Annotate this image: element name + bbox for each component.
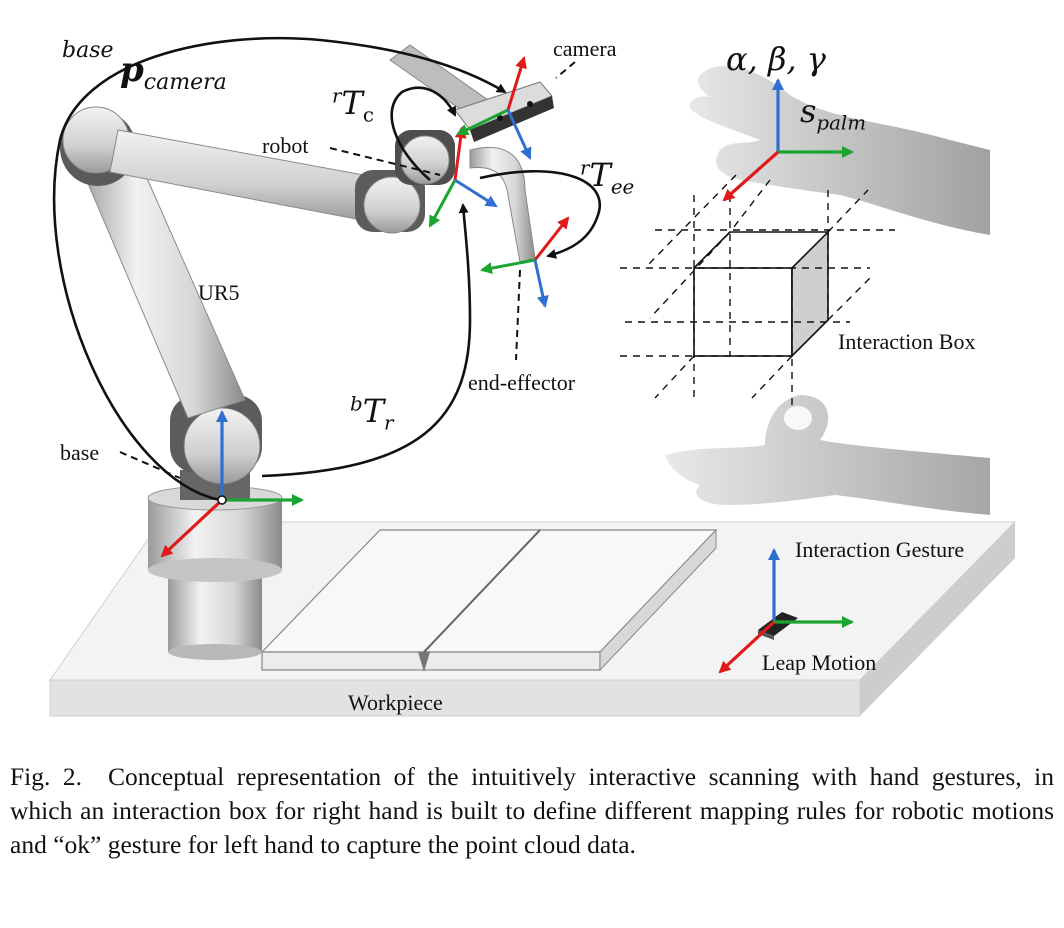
caption-text: Conceptual representation of the intuiti…	[10, 762, 1054, 859]
leader-end-effector	[515, 269, 521, 361]
robot-label: robot	[262, 133, 309, 158]
s-palm-main: s	[800, 92, 817, 130]
r-T-ee-symbol: rTee	[580, 156, 634, 198]
r-T-c-superscript: r	[332, 84, 342, 108]
arc-base-p-camera	[52, 36, 507, 502]
leader-lines	[119, 61, 576, 479]
arc-b-T-r	[261, 203, 472, 478]
workpiece-label: Workpiece	[348, 690, 443, 715]
figure: camera robot UR5 base end-effector Inter…	[49, 36, 1017, 717]
p-camera-subscript: camera	[143, 69, 227, 95]
interaction-box	[620, 174, 895, 410]
frame-robot-flange	[428, 126, 498, 228]
interaction-gesture-label: Interaction Gesture	[795, 537, 965, 562]
r-T-ee-superscript: r	[580, 156, 590, 180]
frame-camera	[456, 56, 532, 160]
figure-caption: Fig. 2.Conceptual representation of the …	[10, 760, 1054, 862]
r-T-c-subscript: c	[362, 103, 374, 127]
robot-arm-ur5	[60, 106, 455, 485]
b-T-r-superscript: b	[350, 392, 363, 416]
b-T-r-subscript: r	[384, 411, 394, 435]
leader-base	[119, 451, 181, 479]
r-T-c-symbol: rTc	[332, 84, 374, 126]
ur5-label: UR5	[198, 280, 240, 305]
leader-camera	[555, 61, 576, 79]
figure-illustration	[49, 36, 1017, 717]
frame-base	[160, 410, 304, 558]
left-hand-image	[665, 395, 990, 515]
r-T-ee-main: T	[589, 156, 611, 194]
caption-figure-number: Fig. 2.	[10, 762, 83, 791]
frame-end-effector	[480, 216, 570, 308]
camera-label: camera	[553, 36, 617, 61]
leader-robot	[329, 147, 441, 176]
p-camera-symbol: pcamera	[120, 50, 227, 95]
arc-r-T-c	[390, 86, 457, 181]
workpiece	[260, 528, 718, 672]
p-camera-superscript: base	[62, 38, 114, 63]
base-label: base	[60, 440, 100, 465]
b-T-r-symbol: bTr	[350, 392, 394, 434]
transform-arcs	[52, 36, 601, 502]
s-palm-subscript: palm	[816, 111, 867, 135]
r-T-ee-subscript: ee	[610, 175, 635, 199]
right-hand-image	[689, 65, 990, 235]
p-camera-main: p	[120, 50, 144, 90]
r-T-c-main: T	[341, 84, 363, 122]
end-effector-torch	[469, 146, 536, 263]
arc-r-T-ee	[479, 170, 601, 259]
s-palm-symbol: spalm	[800, 92, 866, 134]
frame-leap-motion	[718, 548, 854, 674]
interaction-box-label: Interaction Box	[838, 329, 976, 354]
end-effector-label: end-effector	[468, 370, 576, 395]
b-T-r-main: T	[362, 392, 385, 430]
euler-angles-label: α, β, γ	[726, 40, 826, 78]
leap-motion-label: Leap Motion	[762, 650, 877, 675]
frame-palm	[722, 78, 854, 202]
